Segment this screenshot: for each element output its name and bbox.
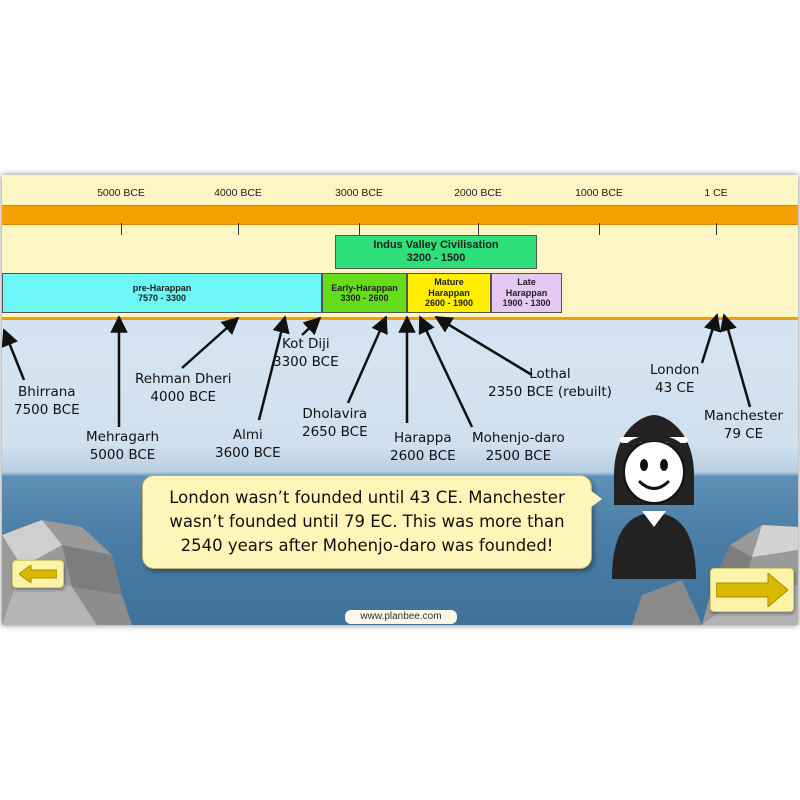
site-date: 2350 BCE (rebuilt)	[488, 384, 612, 401]
period-dates: 3300 - 2600	[340, 293, 389, 303]
tick-mark	[238, 223, 239, 235]
site-kot-diji: Kot Diji 3300 BCE	[273, 335, 339, 371]
site-name: London	[650, 362, 700, 378]
period-late-harappan: Late Harappan 1900 - 1300	[491, 273, 562, 313]
character-illustration	[612, 415, 696, 579]
period-title: Late Harappan	[505, 277, 548, 298]
previous-button[interactable]	[12, 560, 64, 588]
site-date: 2650 BCE	[302, 424, 368, 441]
arrow-mohenjo-daro	[418, 315, 474, 428]
period-title: pre-Harappan	[132, 282, 192, 293]
site-mohenjo-daro: Mohenjo-daro 2500 BCE	[472, 429, 565, 465]
site-date: 3600 BCE	[215, 445, 281, 462]
arrow-bhirrana	[2, 328, 26, 381]
arrow-london	[700, 313, 721, 364]
site-name: Mohenjo-daro	[472, 430, 565, 446]
site-almi: Almi 3600 BCE	[215, 426, 281, 462]
site-date: 2600 BCE	[390, 448, 456, 465]
site-name: Bhirrana	[18, 384, 76, 400]
site-rehman-dheri: Rehman Dheri 4000 BCE	[135, 370, 231, 406]
speech-bubble-tail	[590, 490, 602, 508]
next-button[interactable]	[710, 568, 794, 612]
tick-label-4000bce: 4000 BCE	[214, 187, 262, 199]
site-date: 2500 BCE	[485, 448, 552, 465]
timeline-slide: 5000 BCE 4000 BCE 3000 BCE 2000 BCE 1000…	[2, 175, 798, 625]
period-mature-harappan: Mature Harappan 2600 - 1900	[407, 273, 491, 313]
tick-mark	[478, 223, 479, 235]
period-dates: 7570 - 3300	[137, 293, 187, 303]
site-harappa: Harappa 2600 BCE	[390, 429, 456, 465]
site-date: 3300 BCE	[273, 354, 339, 371]
site-date: 4000 BCE	[150, 389, 217, 406]
site-arrows	[2, 313, 752, 428]
site-name: Rehman Dheri	[135, 371, 232, 387]
period-dates: 3200 - 1500	[406, 252, 466, 264]
period-title: Mature Harappan	[428, 277, 470, 298]
period-dates: 1900 - 1300	[502, 298, 551, 309]
tick-mark	[599, 223, 600, 235]
footer-link[interactable]: www.planbee.com	[345, 610, 457, 624]
arrow-manchester	[719, 313, 752, 408]
tick-mark	[359, 223, 360, 235]
arrow-rehman-dheri	[181, 316, 240, 369]
tick-label-1000bce: 1000 BCE	[575, 187, 623, 199]
period-pre-harappan: pre-Harappan 7570 - 3300	[2, 273, 322, 313]
site-name: Manchester	[704, 408, 783, 424]
site-name: Kot Diji	[281, 336, 330, 352]
site-date: 79 CE	[723, 426, 764, 443]
site-date: 43 CE	[655, 380, 695, 397]
tick-mark	[121, 223, 122, 235]
arrow-dholavira	[346, 315, 388, 404]
arrow-kot-diji	[301, 316, 322, 336]
period-title: Early-Harappan	[331, 282, 398, 293]
period-early-harappan: Early-Harappan 3300 - 2600	[322, 273, 407, 313]
tick-label-5000bce: 5000 BCE	[97, 187, 145, 199]
arrow-left-icon	[19, 565, 57, 583]
tick-mark	[716, 223, 717, 235]
site-name: Almi	[232, 427, 263, 443]
site-bhirrana: Bhirrana 7500 BCE	[14, 383, 80, 419]
timeline-bar	[2, 205, 798, 225]
site-dholavira: Dholavira 2650 BCE	[302, 405, 368, 441]
period-dates: 2600 - 1900	[424, 298, 474, 309]
timeline-rule	[2, 317, 798, 320]
tick-label-1ce: 1 CE	[704, 187, 728, 199]
site-lothal: Lothal 2350 BCE (rebuilt)	[488, 365, 612, 401]
site-mehragarh: Mehragarh 5000 BCE	[86, 428, 159, 464]
tick-label-2000bce: 2000 BCE	[454, 187, 502, 199]
arrow-right-icon	[716, 573, 788, 607]
tick-label-3000bce: 3000 BCE	[335, 187, 383, 199]
period-indus-valley: Indus Valley Civilisation 3200 - 1500	[335, 235, 537, 269]
site-name: Mehragarh	[86, 429, 160, 445]
site-london: London 43 CE	[650, 361, 700, 397]
site-date: 7500 BCE	[14, 402, 80, 419]
site-manchester: Manchester 79 CE	[704, 407, 783, 443]
period-title: Indus Valley Civilisation	[373, 239, 499, 252]
speech-bubble: London wasn’t founded until 43 CE. Manch…	[142, 475, 592, 569]
site-name: Lothal	[529, 366, 571, 382]
speech-text: London wasn’t founded until 43 CE. Manch…	[169, 488, 565, 555]
site-date: 5000 BCE	[89, 447, 156, 464]
site-name: Harappa	[393, 430, 452, 446]
site-name: Dholavira	[302, 406, 368, 422]
